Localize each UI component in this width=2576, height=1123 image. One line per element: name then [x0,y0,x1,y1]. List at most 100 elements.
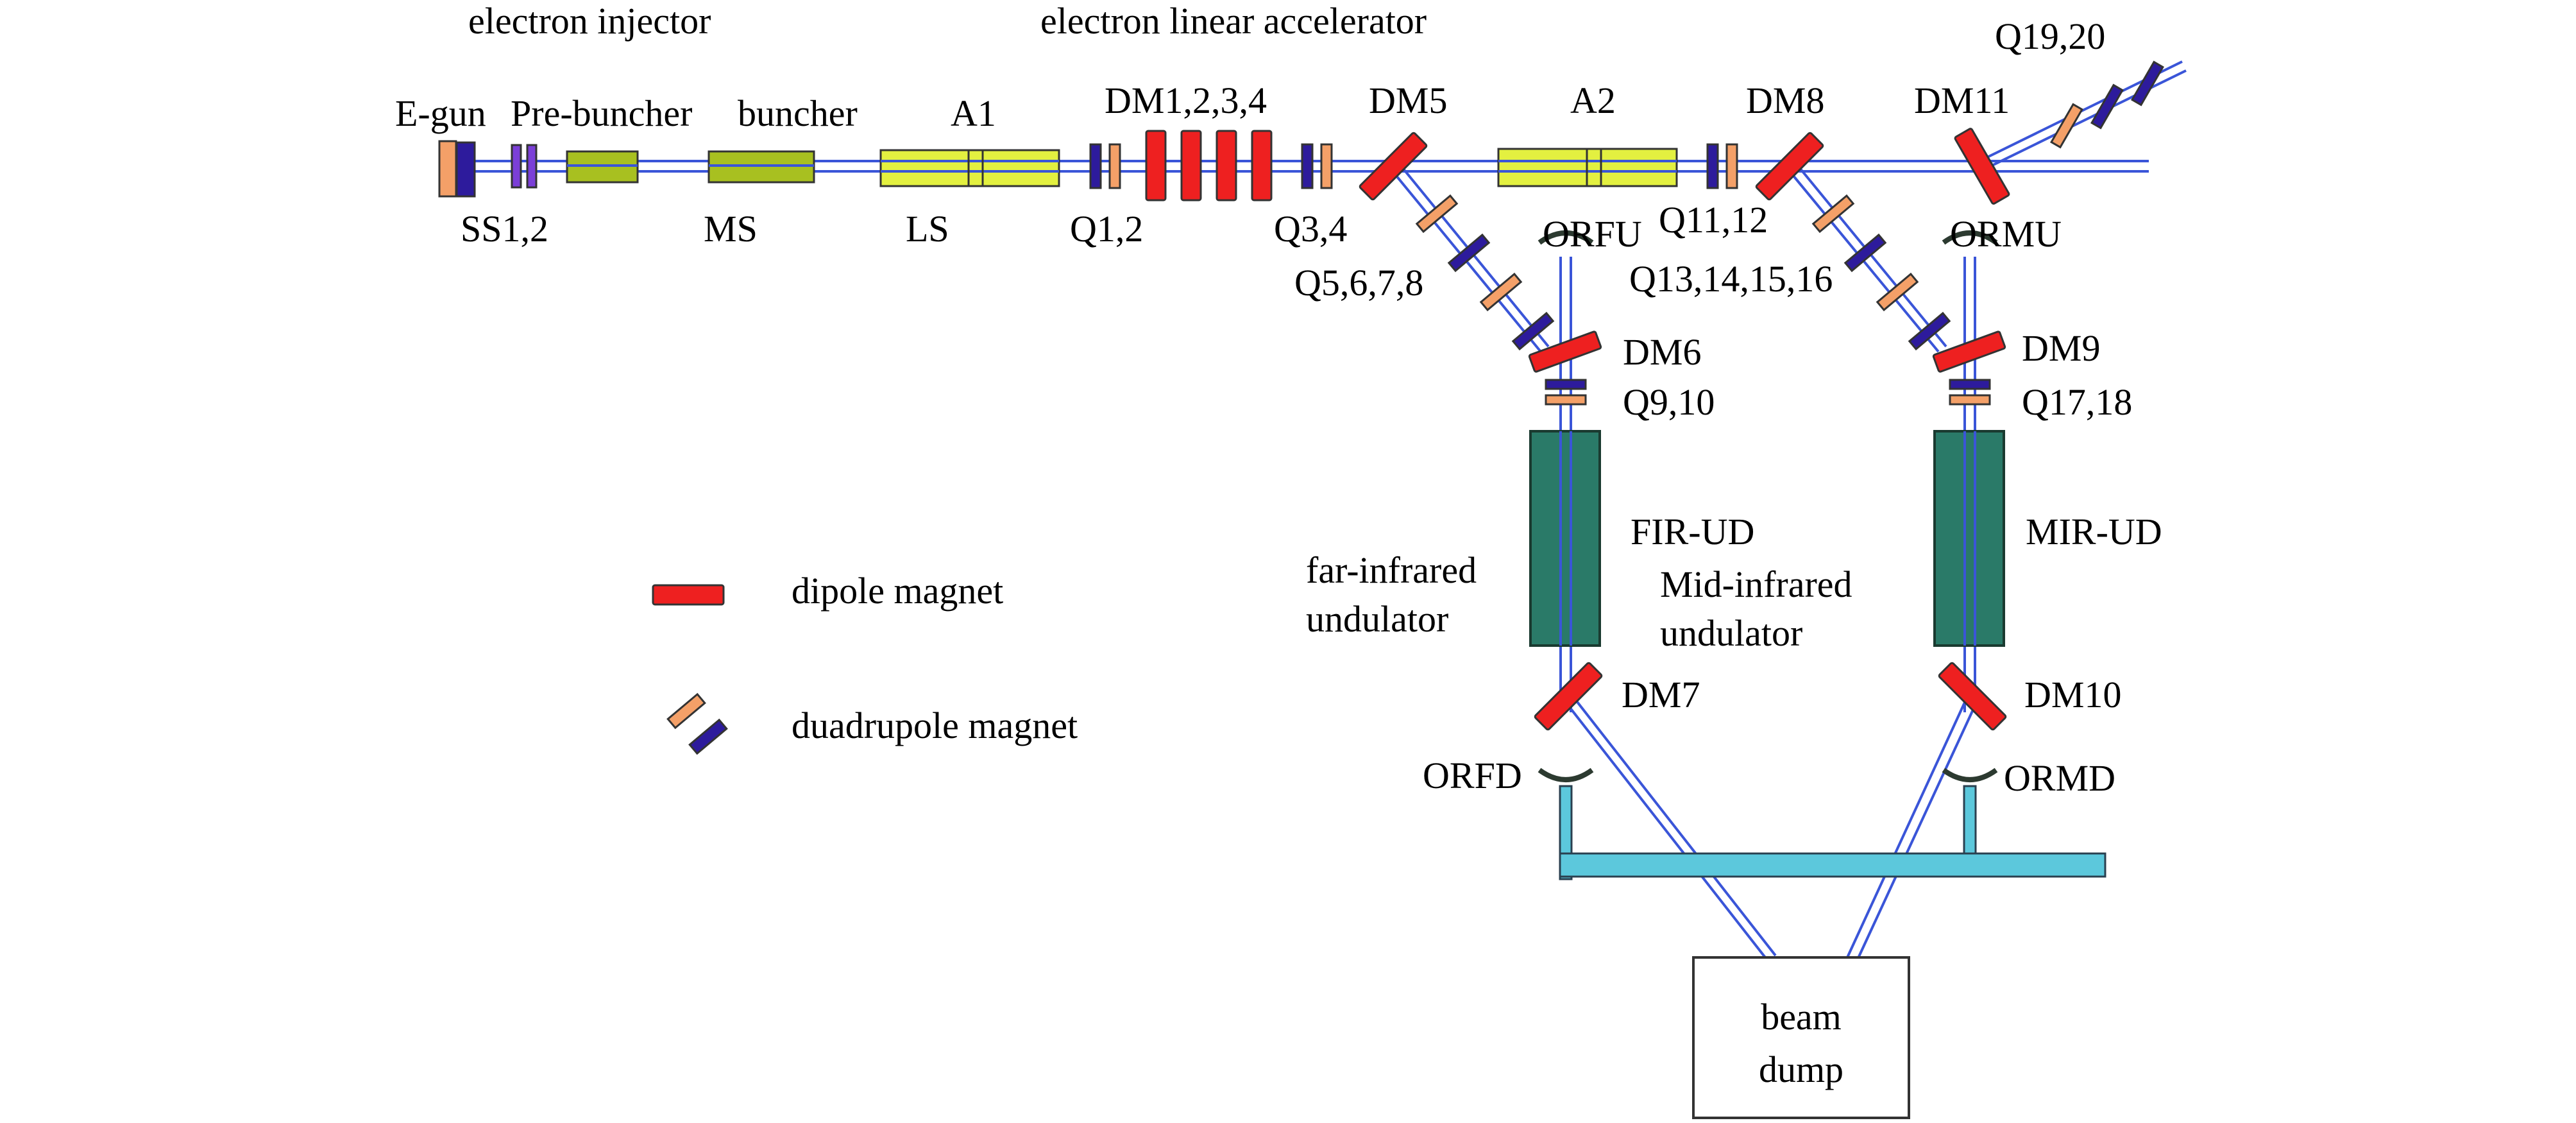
label-beam-dump-2: dump [1759,1049,1843,1090]
label-mid-infrared-1: Mid-infrared [1660,563,1852,605]
legend: dipole magnet duadrupole magnet [652,570,1078,755]
label-mid-infrared-2: undulator [1660,612,1802,654]
label-buncher: buncher [738,92,858,134]
label-q910: Q9,10 [1623,381,1715,423]
label-prebuncher: Pre-buncher [511,92,692,134]
quad-q13 [1811,194,1855,234]
fir-undulator [1529,430,1601,647]
quad-q4 [1320,143,1333,189]
mirror-orfu [1538,230,1594,245]
label-dm5: DM5 [1369,80,1447,121]
label-far-infrared-1: far-infrared [1306,549,1477,591]
dipole-dm9 [1932,330,2006,373]
mirror-ormu [1942,230,1998,245]
beam-dump-box [1692,956,1910,1119]
mirror-orfd [1538,767,1594,782]
accelerator-a1 [879,149,1060,187]
quad-q18 [1949,394,1991,406]
mirror-ormd [1942,767,1998,782]
injector-components [438,140,815,198]
mir-undulator [1933,430,2005,647]
quad-q15 [1876,272,1919,312]
label-q1920: Q19,20 [1995,15,2105,57]
label-dm9: DM9 [2022,327,2100,369]
dipole-dm3 [1216,130,1237,201]
quad-q10 [1545,394,1587,406]
label-ms: MS [704,208,758,250]
label-dm7: DM7 [1622,674,1700,716]
label-dm6: DM6 [1623,331,1701,373]
legend-dipole-label: dipole magnet [792,570,1003,612]
dipole-dm6 [1528,330,1602,373]
undulators [1529,430,2005,647]
egun-core [455,141,476,198]
label-electron-linac: electron linear accelerator [1040,0,1427,42]
dump-lines [1559,785,2106,880]
label-far-infrared-2: undulator [1306,598,1448,640]
quad-q20a [2090,83,2124,130]
quad-q7 [1479,272,1523,312]
label-ormu: ORMU [1950,213,2062,255]
label-orfd: ORFD [1423,755,1522,796]
label-a1: A1 [951,92,996,134]
label-q34: Q3,4 [1274,208,1347,250]
quad-q14 [1843,233,1887,273]
dipole-dm2 [1180,130,1202,201]
legend-quadrupole-label: duadrupole magnet [792,705,1078,746]
label-egun: E-gun [395,92,486,134]
vertical-quadrupoles [1545,379,1991,406]
quad-q2 [1108,143,1121,189]
label-beam-dump-1: beam [1761,996,1842,1038]
label-dm1234: DM1,2,3,4 [1105,80,1267,121]
quad-q6 [1447,233,1491,273]
quad-q12 [1725,143,1738,189]
label-q13141516: Q13,14,15,16 [1629,258,1833,300]
quad-q17 [1949,379,1991,390]
solenoid-ss1 [511,144,522,189]
label-electron-injector: electron injector [468,0,711,42]
label-dm8: DM8 [1746,80,1824,121]
solenoid-ss2 [526,144,538,189]
quad-q5 [1415,194,1459,234]
label-ss12: SS1,2 [461,208,548,250]
quad-q1 [1089,143,1102,189]
label-ls: LS [906,208,949,250]
quad-q9 [1545,379,1587,390]
chicane-dipoles [1145,130,1273,201]
label-orfu: ORFU [1543,213,1642,255]
quad-q20b [2131,60,2164,107]
quad-q11 [1706,143,1719,189]
quad-q3 [1301,143,1314,189]
main-quadrupoles [1089,143,1738,189]
resonator-mirrors [1538,230,1998,782]
legend-quad-swatch-orange [666,692,706,730]
accelerators [879,148,1678,187]
dipole-dm4 [1251,130,1273,201]
label-q1718: Q17,18 [2022,381,2132,423]
label-dm11: DM11 [1914,80,2010,121]
label-dm10: DM10 [2024,674,2121,716]
beamlines [449,60,2187,960]
dipole-dm1 [1145,130,1167,201]
dipole-dm11 [1954,128,2010,205]
label-q5678: Q5,6,7,8 [1294,262,1423,304]
label-q1112: Q11,12 [1659,199,1768,241]
bend-dipoles [1359,128,2010,731]
label-a2: A2 [1570,80,1616,121]
dipole-dm7 [1534,662,1603,731]
egun-body [438,140,457,198]
quad-q19 [2050,103,2083,149]
legend-quad-swatch-blue [688,718,728,755]
label-firud: FIR-UD [1631,511,1754,553]
quad-q8 [1511,311,1555,351]
label-ormd: ORMD [2004,757,2115,799]
quad-q16 [1908,311,1951,351]
legend-dipole-swatch [652,584,725,606]
label-q12: Q1,2 [1070,208,1143,250]
label-mirud: MIR-UD [2026,511,2162,553]
diagonal-quadrupoles [1415,60,2164,351]
dipole-dm10 [1938,662,2007,731]
dipole-dm5 [1359,132,1428,201]
dipole-dm8 [1755,132,1824,201]
